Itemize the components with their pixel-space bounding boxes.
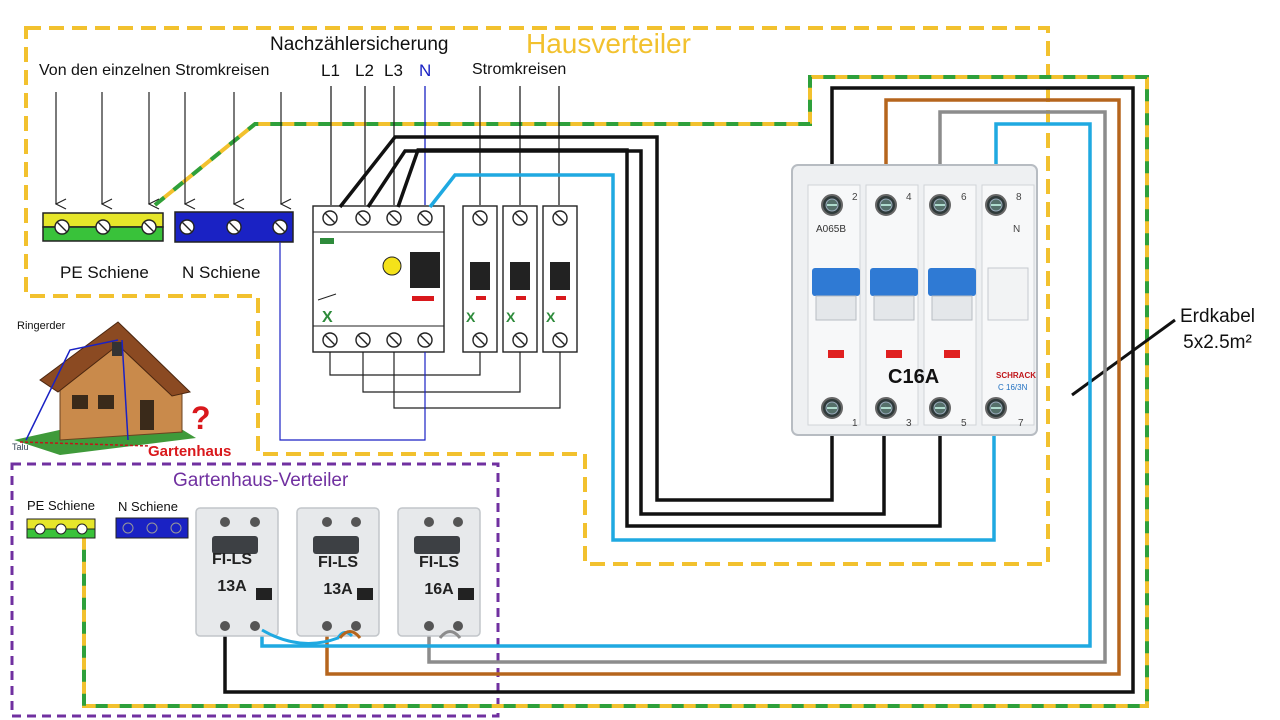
- svg-text:X: X: [506, 309, 516, 325]
- svg-text:7: 7: [1018, 418, 1024, 429]
- fi-ls-1-rating: 13A: [217, 578, 247, 595]
- house-icon: [14, 321, 196, 455]
- phase-l2-label: L2: [355, 61, 374, 80]
- mcb-type-label: C 16/3N: [998, 383, 1028, 392]
- fi-ls-1-label: FI-LS 13A: [212, 546, 252, 600]
- gartenhaus-verteiler-title: Gartenhaus-Verteiler: [173, 470, 349, 491]
- phase-l1-label: L1: [321, 61, 340, 80]
- erdkabel-label: Erdkabel 5x2.5m²: [1180, 304, 1255, 356]
- fi-ls-3-rating: 16A: [424, 581, 454, 598]
- fi-ls-device-1: [195, 507, 279, 637]
- c16a-label: C16A: [888, 366, 940, 388]
- svg-text:N: N: [1013, 224, 1020, 235]
- supply-cables: [223, 86, 1135, 694]
- phase-feed-lines: [330, 86, 560, 205]
- fi-ls-2-rating: 13A: [323, 581, 353, 598]
- stromkreisen-label: Stromkreisen: [472, 61, 567, 78]
- von-den-label: Von den einzelnen Stromkreisen: [39, 62, 270, 79]
- mcb-1: X: [462, 205, 498, 353]
- garden-n-schiene-label: N Schiene: [118, 499, 178, 514]
- svg-text:2: 2: [852, 192, 858, 203]
- fi-ls-device-2: [296, 507, 380, 637]
- fi-ls-1-type: FI-LS: [212, 551, 252, 568]
- svg-text:6: 6: [961, 192, 967, 203]
- pe-rail: [42, 212, 164, 242]
- svg-text:X: X: [546, 309, 556, 325]
- hausverteiler-title: Hausverteiler: [526, 28, 691, 59]
- garden-n-rail: [115, 517, 189, 539]
- gartenhaus-verteiler-boundary: [10, 462, 500, 718]
- garden-pe-rail: [26, 518, 96, 539]
- erdkabel-pointer: [1071, 318, 1176, 397]
- nachzaehler-label: Nachzählersicherung: [270, 34, 449, 55]
- fi-ls-device-3: [397, 507, 481, 637]
- phase-l3-label: L3: [384, 61, 403, 80]
- mcb-brand-label: SCHRACK: [996, 371, 1036, 380]
- mcb-4pole-c16a: A065B 2 4 6 8 N SCHRACK C 16/3N 1 3 5 7: [791, 164, 1038, 436]
- garden-pe-schiene-label: PE Schiene: [27, 498, 95, 513]
- svg-text:5: 5: [961, 418, 967, 429]
- ringerder-label: Ringerder: [17, 320, 66, 332]
- svg-text:1: 1: [852, 418, 858, 429]
- n-schiene-label: N Schiene: [182, 263, 261, 282]
- earth-cable: [82, 75, 1149, 708]
- erdkabel-name: Erdkabel: [1180, 306, 1255, 327]
- fi-ls-2-type: FI-LS: [318, 554, 358, 571]
- rcd-4pole: X: [312, 205, 445, 353]
- question-mark: ?: [191, 400, 211, 436]
- gartenhaus-label: Gartenhaus: [148, 443, 232, 460]
- fi-ls-3-type: FI-LS: [419, 554, 459, 571]
- mcb-3: X: [542, 205, 578, 353]
- svg-text:X: X: [466, 309, 476, 325]
- svg-text:X: X: [322, 309, 333, 326]
- fi-ls-2-label: FI-LS 13A: [318, 549, 358, 603]
- mcb-2: X: [502, 205, 538, 353]
- circuit-arrows: [56, 92, 281, 204]
- erdkabel-spec: 5x2.5m²: [1183, 332, 1252, 353]
- phase-n-label: N: [419, 61, 432, 80]
- talu-label: Talu: [12, 442, 29, 452]
- svg-text:3: 3: [906, 418, 912, 429]
- svg-text:4: 4: [906, 192, 912, 203]
- fi-ls-3-label: FI-LS 16A: [419, 549, 459, 603]
- n-rail: [174, 211, 294, 243]
- fi-jumpers: [261, 628, 462, 645]
- hausverteiler-boundary: [24, 26, 1050, 566]
- svg-text:8: 8: [1016, 192, 1022, 203]
- mcb-code-label: A065B: [816, 224, 846, 235]
- test-button-icon: [382, 256, 402, 276]
- rcd-output-wiring: [279, 242, 561, 441]
- pe-schiene-label: PE Schiene: [60, 263, 149, 282]
